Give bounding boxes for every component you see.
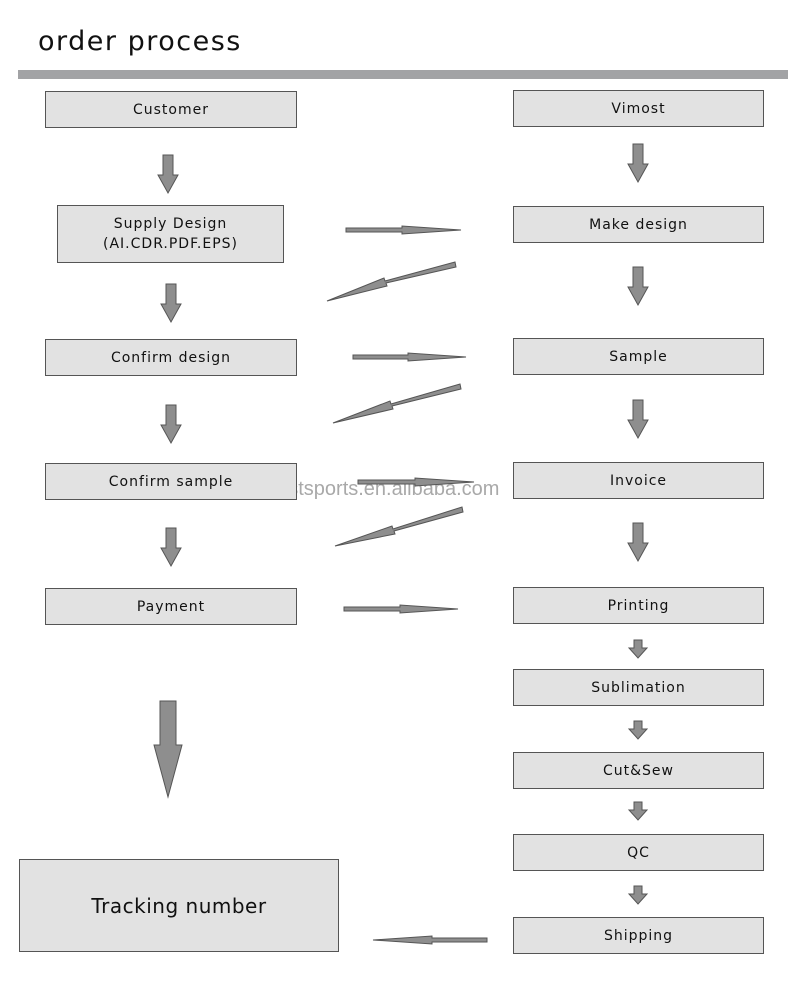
arrow-left-shipping xyxy=(372,935,488,945)
arrow-down-invoice xyxy=(627,522,649,563)
arrow-right-confirm-design xyxy=(352,352,467,362)
arrow-down-payment-big xyxy=(153,700,183,799)
page-title: order process xyxy=(38,26,242,57)
confirm-design-box: Confirm design xyxy=(45,339,297,376)
sublimation-box: Sublimation xyxy=(513,669,764,706)
arrow-right-payment xyxy=(343,604,459,614)
arrow-down-confirm-design xyxy=(160,404,182,445)
supply-design-box: Supply Design (AI.CDR.PDF.EPS) xyxy=(57,205,284,263)
tracking-number-box: Tracking number xyxy=(19,859,339,952)
vimost-box: Vimost xyxy=(513,90,764,127)
arrow-down-vimost xyxy=(627,143,649,184)
customer-box: Customer xyxy=(45,91,297,128)
arrow-diagonal-sample xyxy=(332,383,462,424)
make-design-box: Make design xyxy=(513,206,764,243)
arrow-down-printing xyxy=(627,639,649,659)
shipping-box: Shipping xyxy=(513,917,764,954)
printing-box: Printing xyxy=(513,587,764,624)
cut-sew-box: Cut&Sew xyxy=(513,752,764,789)
arrow-down-make-design xyxy=(627,266,649,307)
arrow-down-customer xyxy=(157,154,179,195)
arrow-down-sample xyxy=(627,399,649,440)
arrow-down-sublimation xyxy=(627,720,649,740)
title-divider xyxy=(18,70,788,79)
confirm-sample-box: Confirm sample xyxy=(45,463,297,500)
arrow-down-confirm-sample xyxy=(160,527,182,568)
arrow-diagonal-make-design xyxy=(326,261,457,302)
arrow-right-supply xyxy=(345,225,462,235)
payment-box: Payment xyxy=(45,588,297,625)
arrow-down-qc xyxy=(627,885,649,905)
arrow-right-confirm-sample xyxy=(357,477,475,487)
invoice-box: Invoice xyxy=(513,462,764,499)
sample-box: Sample xyxy=(513,338,764,375)
arrow-diagonal-invoice xyxy=(334,506,464,547)
arrow-down-supply xyxy=(160,283,182,324)
arrow-down-cutsew xyxy=(627,801,649,821)
qc-box: QC xyxy=(513,834,764,871)
